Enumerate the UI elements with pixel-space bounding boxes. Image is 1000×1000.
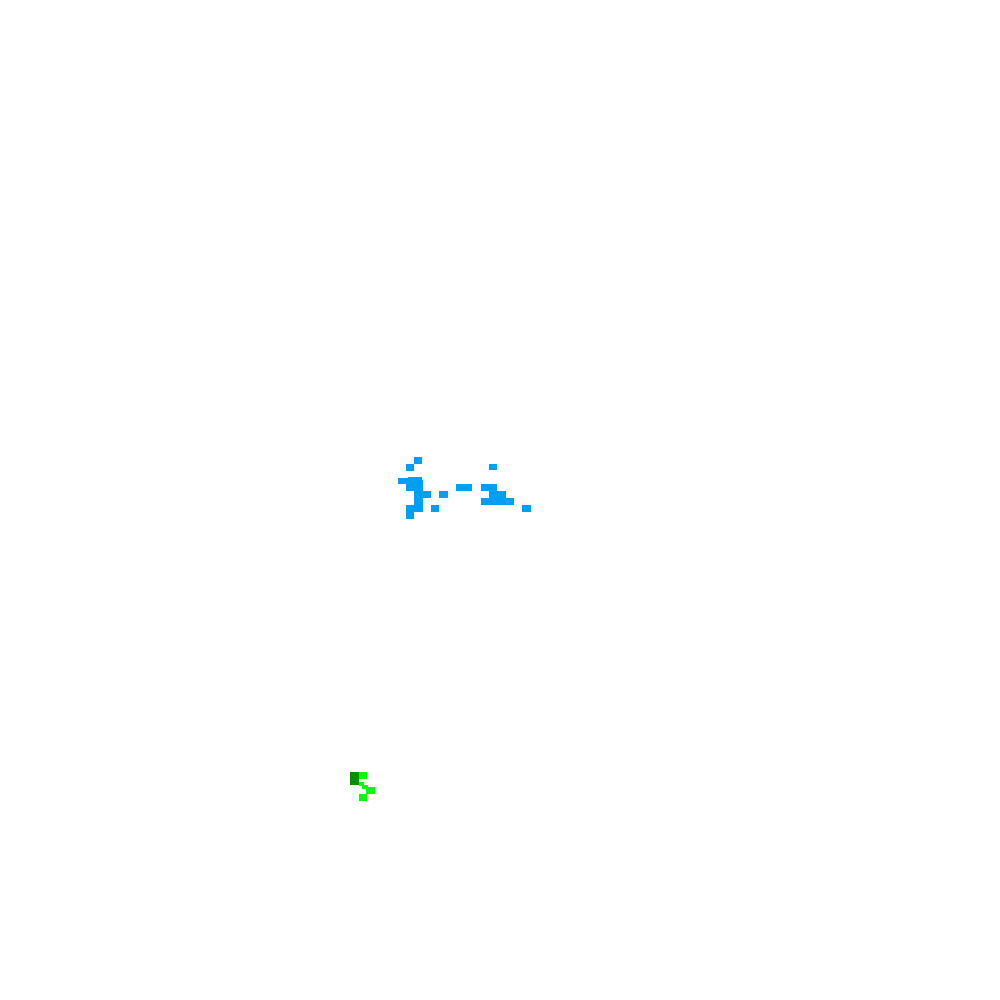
blob-pixel bbox=[481, 484, 497, 491]
blob-pixel bbox=[406, 464, 414, 471]
snake-head bbox=[350, 772, 359, 785]
snake-segment bbox=[359, 772, 367, 779]
blob-pixel bbox=[481, 498, 514, 505]
snake-segment bbox=[366, 787, 375, 794]
blob-pixel bbox=[522, 505, 531, 512]
blob-pixel bbox=[456, 484, 472, 491]
blob-pixel bbox=[406, 480, 423, 491]
blob-pixel bbox=[406, 512, 414, 519]
snake-segment bbox=[359, 794, 367, 801]
snake-segment bbox=[362, 785, 368, 789]
blob-pixel bbox=[414, 491, 431, 498]
blob-pixel bbox=[406, 505, 423, 512]
blob-pixel bbox=[408, 477, 422, 481]
blob-pixel bbox=[414, 457, 422, 464]
blob-pixel bbox=[489, 464, 497, 470]
blob-pixel bbox=[439, 491, 448, 498]
blob-pixel bbox=[431, 505, 439, 512]
blob-pixel bbox=[489, 491, 506, 498]
blob-pixel bbox=[414, 498, 423, 505]
snake-segment bbox=[359, 782, 364, 786]
